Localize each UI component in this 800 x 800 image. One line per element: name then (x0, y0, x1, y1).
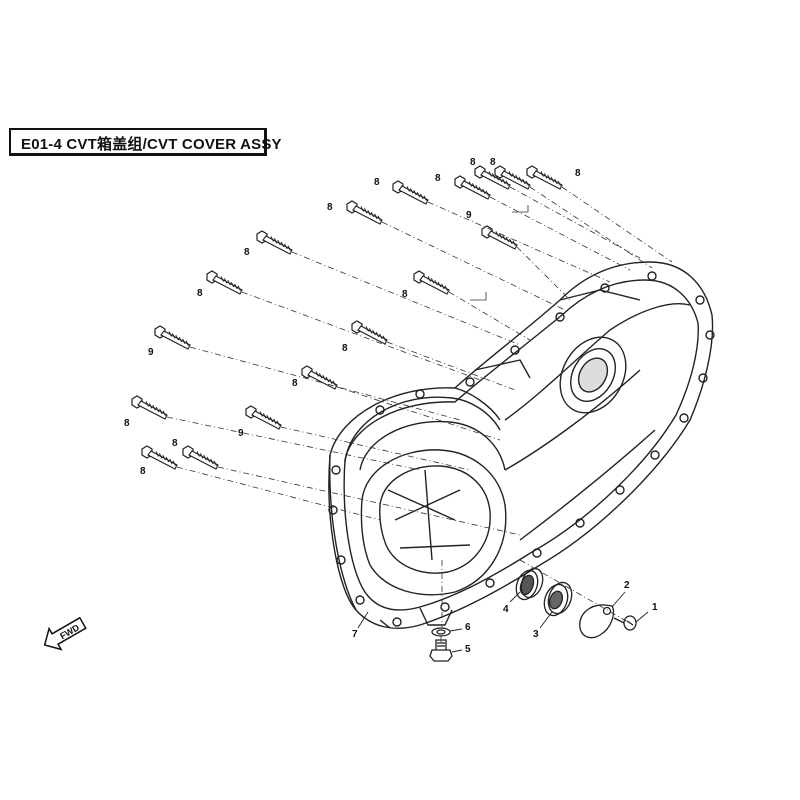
retaining-plate (579, 604, 615, 639)
leader-line (176, 466, 381, 521)
leader-line (217, 466, 521, 536)
part-number-label: 3 (533, 629, 539, 640)
callout-labels: 8 8 8 8 8 8 9 8 8 8 8 9 8 8 9 8 8 1 2 3 4 5 6 7 (124, 157, 658, 655)
title-box: E01-4 CVT箱盖组/CVT COVER ASSY (9, 128, 282, 156)
flange-bolt (454, 175, 491, 200)
leader-line (561, 186, 673, 263)
part-number-label: 8 (342, 343, 348, 354)
flange-bolt (346, 200, 383, 225)
callout-leader (509, 591, 521, 603)
part-number-label: 8 (197, 288, 203, 299)
assembly-line (519, 559, 629, 623)
flange-bolt (245, 405, 282, 430)
part-number-label: 4 (503, 604, 509, 615)
part-number-label: 9 (148, 347, 154, 358)
part-number-label: 1 (652, 602, 658, 613)
flange-bolt (392, 180, 429, 205)
flange-bolt (351, 320, 388, 345)
callout-leader (611, 591, 626, 608)
screw (613, 615, 637, 631)
bearing (515, 567, 544, 601)
part-number-label: 9 (466, 210, 472, 221)
callout-leader (449, 628, 463, 632)
flange-bolt (206, 270, 243, 295)
flange-bolt (481, 225, 518, 250)
bracket-line (512, 205, 529, 213)
leader-line (291, 251, 521, 346)
fwd-arrow: FWD (43, 616, 87, 651)
part-number-label: 8 (490, 157, 496, 168)
flange-bolt (256, 230, 293, 255)
part-number-label: 8 (124, 418, 130, 429)
leader-lines (166, 186, 673, 645)
part-number-label: 8 (470, 157, 476, 168)
part-number-label: 8 (575, 168, 581, 179)
bolt-group (131, 165, 563, 470)
leader-line (280, 426, 471, 471)
drain-bolt (429, 639, 453, 662)
callout-leader (451, 649, 463, 653)
part-number-label: 8 (327, 202, 333, 213)
part-number-label: 8 (292, 378, 298, 389)
flange-bolt (154, 325, 191, 350)
leader-line (448, 291, 531, 341)
leader-line (427, 201, 611, 283)
part-number-label: 8 (244, 247, 250, 258)
part-number-label: 9 (238, 428, 244, 439)
leader-line (166, 416, 421, 471)
leader-line (189, 346, 461, 421)
flange-bolt (474, 165, 511, 190)
part-number-label: 8 (435, 173, 441, 184)
part-number-label: 8 (140, 466, 146, 477)
part-number-label: 8 (172, 438, 178, 449)
callout-leader (357, 611, 369, 629)
oil-seal (543, 581, 573, 617)
flange-bolt (131, 395, 168, 420)
flange-bolt (494, 165, 531, 190)
flange-bolt (141, 445, 178, 470)
leader-line (529, 186, 653, 269)
part-number-label: 8 (374, 177, 380, 188)
part-number-label: 8 (402, 289, 408, 300)
leader-line (489, 196, 631, 271)
leader-line (241, 291, 481, 381)
part-number-label: 6 (465, 622, 471, 633)
leader-line (516, 246, 571, 301)
leader-line (381, 221, 566, 311)
leader-line (386, 341, 516, 391)
leader-line (509, 186, 641, 259)
leader-line (336, 386, 501, 441)
part-number-label: 7 (352, 629, 358, 640)
flange-bolt (413, 270, 450, 295)
callout-leader (539, 611, 553, 629)
bracket-line (470, 292, 487, 301)
flange-bolt (526, 165, 563, 190)
part-number-label: 5 (465, 644, 471, 655)
flange-bolt (182, 445, 219, 470)
cvt-cover (328, 261, 715, 629)
part-number-label: 2 (624, 580, 630, 591)
diagram-title: E01-4 CVT箱盖组/CVT COVER ASSY (21, 136, 282, 153)
washer (431, 627, 451, 637)
callout-leader (635, 611, 649, 623)
